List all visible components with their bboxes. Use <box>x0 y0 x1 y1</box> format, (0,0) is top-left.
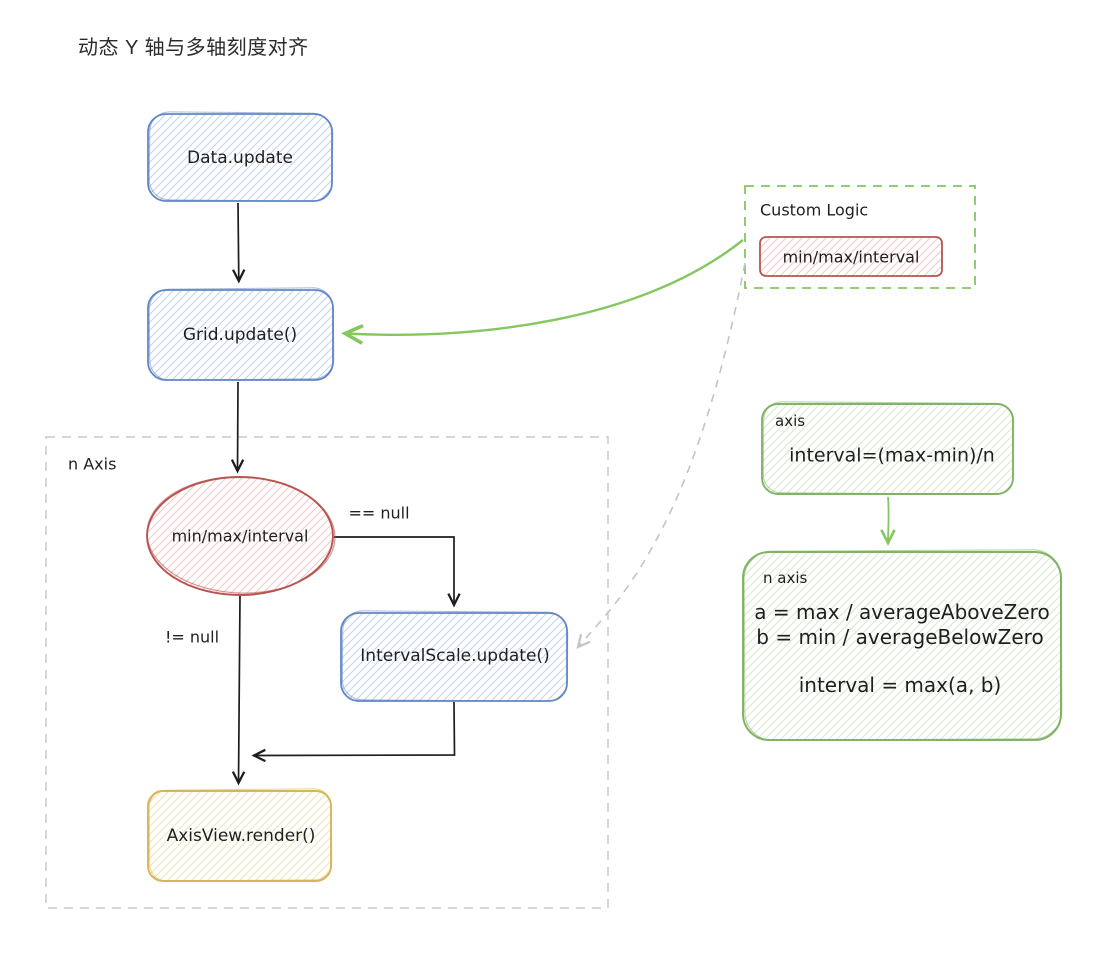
flow-arrows <box>230 202 461 786</box>
edge-customlogic-to-grid <box>341 239 744 345</box>
edge-intervalscale-return <box>251 701 456 763</box>
page-title: 动态 Y 轴与多轴刻度对齐 <box>78 37 309 59</box>
custom-logic-group-label: Custom Logic <box>760 200 869 220</box>
node-data-update-label: Data.update <box>187 147 293 168</box>
note-n-axis-line-b: b = min / averageBelowZero <box>756 625 1044 649</box>
note-n-axis-label: n axis <box>763 569 808 587</box>
node-min-max-interval-label: min/max/interval <box>171 526 309 546</box>
note-axis-label: axis <box>775 412 806 430</box>
edge-data-to-grid <box>232 202 246 284</box>
n-axis-group-frame <box>45 436 609 909</box>
edge-label-neq-null: != null <box>164 627 220 647</box>
custom-logic-chip-shape <box>759 236 943 277</box>
n-axis-group-label: n Axis <box>68 454 117 474</box>
node-interval-scale-label: IntervalScale.update() <box>360 645 550 666</box>
node-grid-update-label: Grid.update() <box>182 324 298 345</box>
edge-axisformula-to-naxisformula <box>880 496 896 546</box>
node-min-max-interval-shape <box>146 476 336 596</box>
edge-customlogic-to-intervalscale <box>576 262 746 649</box>
edge-condition-neqnull <box>231 595 246 786</box>
node-axis-view-shape <box>147 788 333 882</box>
note-axis-formula-shape <box>761 401 1015 495</box>
edge-condition-eqnull <box>334 536 461 608</box>
note-axis-formula-text: interval=(max-min)/n <box>789 444 995 467</box>
node-data-update-shape <box>147 111 334 202</box>
note-n-axis-line-a: a = max / averageAboveZero <box>754 600 1050 624</box>
node-axis-view-label: AxisView.render() <box>166 825 316 846</box>
custom-logic-chip-label: min/max/interval <box>782 247 920 267</box>
node-interval-scale-shape <box>340 610 569 702</box>
custom-logic-group-frame <box>744 185 976 289</box>
node-grid-update-shape <box>147 287 335 381</box>
note-n-axis-formula-shape <box>742 549 1063 741</box>
edge-label-eq-null: == null <box>348 503 410 523</box>
edge-grid-to-condition <box>230 381 245 474</box>
note-n-axis-line-interval: interval = max(a, b) <box>798 673 1002 697</box>
